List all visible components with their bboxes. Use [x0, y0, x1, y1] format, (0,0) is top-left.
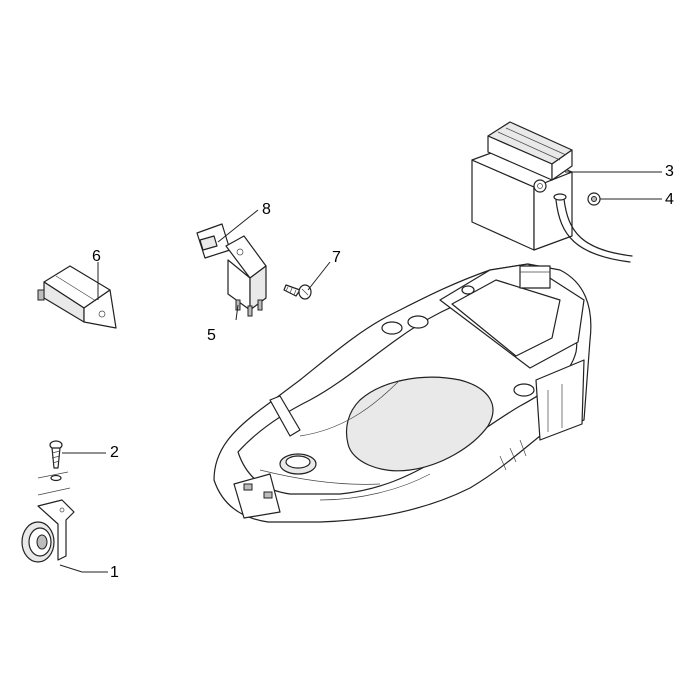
callout-1: 1	[110, 564, 119, 581]
callout-4: 4	[665, 191, 674, 208]
callout-3: 3	[665, 163, 674, 180]
storage-compartment	[213, 263, 592, 523]
callout-8: 8	[262, 201, 271, 218]
relay-six	[37, 265, 117, 329]
screw-two	[37, 440, 71, 496]
relay-five	[196, 223, 267, 317]
battery	[471, 121, 633, 263]
callout-6: 6	[92, 248, 101, 265]
screw-seven	[283, 284, 312, 300]
callout-7: 7	[332, 249, 341, 266]
horn	[21, 499, 75, 563]
callout-5: 5	[207, 327, 216, 344]
leader-lines	[59, 171, 662, 573]
washer	[587, 192, 601, 206]
callout-2: 2	[110, 444, 119, 461]
